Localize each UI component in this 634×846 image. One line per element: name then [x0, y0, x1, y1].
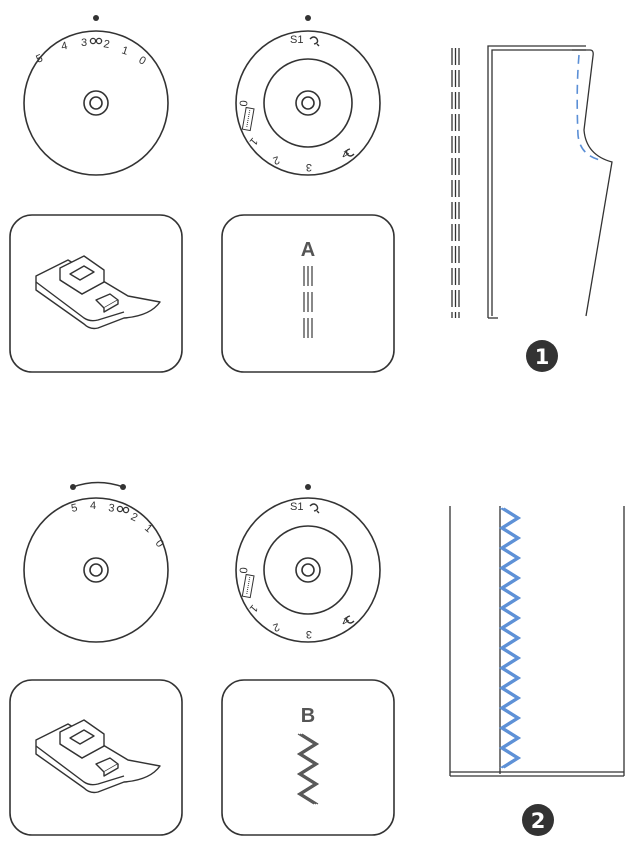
stretch-icon: [309, 503, 320, 514]
stretch-icon-4: [345, 615, 355, 624]
stitch-length-dial: S1 0 1 2 3 4: [235, 15, 381, 176]
width-dial-range-marker: [72, 481, 124, 488]
length-dial-label-0: 0: [236, 567, 248, 574]
length-dial-inner-ring: [263, 58, 353, 148]
step-badge-1: 1: [526, 340, 558, 372]
twin-needle-icon: [89, 37, 103, 45]
presser-foot-panel: [9, 214, 183, 373]
straight-triple-stitch-icon: [303, 266, 313, 338]
rickrack-stitch-icon: [296, 733, 320, 805]
fabric-seam-diagram-1: [487, 45, 613, 319]
pattern-letter-a: A: [301, 239, 315, 261]
length-dial-label-s1: S1: [290, 34, 303, 46]
stitch-width-dial: 5 4 3 2 1 0: [23, 15, 169, 176]
stitch-length-dial: S1 0 1 2 3 4: [235, 484, 381, 643]
width-dial-label-2: 2: [102, 38, 110, 51]
presser-foot-panel: [9, 679, 183, 836]
width-dial-label-3: 3: [108, 502, 116, 515]
zigzag-presser-foot-icon: [35, 255, 161, 330]
buttonhole-icon: [241, 106, 255, 132]
width-dial-label-3: 3: [81, 37, 87, 49]
rickrack-stitch-line: [498, 507, 522, 769]
length-dial-marker-dot: [305, 15, 311, 21]
length-dial-label-2: 2: [271, 153, 281, 166]
section-2: 5 4 3 2 1 0 S1 0: [9, 481, 625, 836]
pattern-panel-a: A: [221, 214, 395, 373]
length-dial-label-4: 4: [341, 614, 352, 627]
width-dial-marker-dot: [93, 15, 99, 21]
length-dial-label-2: 2: [271, 620, 281, 633]
fabric-seam-diagram-2: [449, 506, 625, 777]
length-dial-label-3: 3: [306, 161, 312, 173]
section-1: 5 4 3 2 1 0 S1 0: [9, 15, 613, 373]
width-dial-label-4: 4: [90, 500, 96, 512]
width-dial-label-4: 4: [60, 40, 68, 53]
width-dial-body: [23, 30, 169, 176]
width-dial-label-5: 5: [34, 52, 44, 65]
stitch-width-dial: 5 4 3 2 1 0: [23, 481, 169, 643]
width-dial-label-0: 0: [153, 538, 166, 550]
svg-text:2: 2: [531, 809, 546, 833]
length-dial-label-0: 0: [236, 100, 248, 107]
length-dial-label-4: 4: [341, 147, 352, 160]
length-dial-center-knob: [295, 90, 321, 116]
buttonhole-icon: [241, 573, 255, 599]
length-dial-inner-ring: [263, 525, 353, 615]
length-dial-center-knob: [295, 557, 321, 583]
width-dial-label-2: 2: [129, 511, 140, 524]
stretch-icon: [309, 36, 320, 47]
width-dial-label-1: 1: [120, 44, 130, 57]
pattern-panel-b: B: [221, 679, 395, 836]
length-dial-label-s1: S1: [290, 501, 303, 513]
width-dial-label-5: 5: [70, 502, 78, 515]
width-dial-center-knob: [83, 557, 109, 583]
width-dial-center-knob: [83, 90, 109, 116]
length-dial-body: [235, 30, 381, 176]
seam-stitch-line: [576, 54, 601, 161]
zigzag-presser-foot-icon: [35, 719, 161, 794]
width-dial-label-0: 0: [137, 54, 148, 67]
triple-stitch-sample: [451, 48, 460, 318]
step-badge-2: 2: [522, 804, 554, 836]
length-dial-label-3: 3: [306, 628, 312, 640]
pattern-letter-b: B: [301, 705, 315, 727]
stretch-icon-4: [345, 148, 355, 157]
svg-text:1: 1: [535, 345, 550, 369]
length-dial-body: [235, 497, 381, 643]
width-dial-body: [23, 497, 169, 643]
twin-needle-icon: [116, 505, 130, 514]
length-dial-marker-dot: [305, 484, 311, 490]
